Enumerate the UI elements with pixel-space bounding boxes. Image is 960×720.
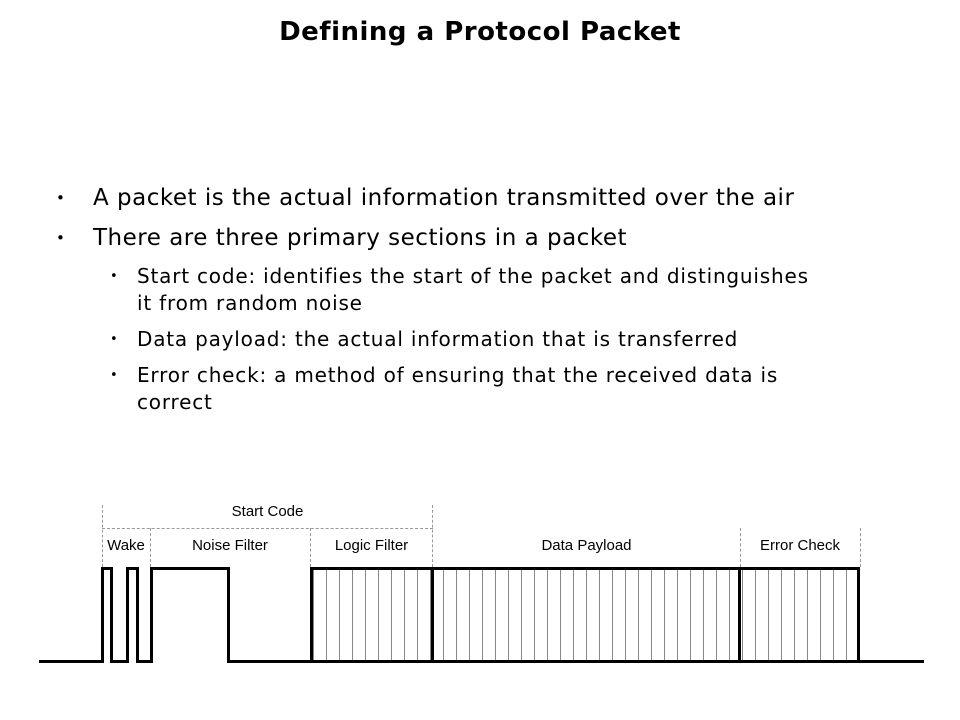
block-separator-logic-data <box>431 567 434 663</box>
guide-line-packet-end <box>860 528 861 567</box>
noise-filter-pulse <box>150 567 230 663</box>
slide-title: Defining a Protocol Packet <box>279 17 681 47</box>
start-code-span-line <box>102 528 433 529</box>
bullet-item-1: A packet is the actual information trans… <box>0 183 960 214</box>
guide-line-logic-filter-start <box>310 528 311 567</box>
waveform-baseline-segment <box>857 660 924 663</box>
hatched-data-block <box>310 567 860 663</box>
sub-bullet-error-check: Error check: a method of ensuring that t… <box>0 362 960 416</box>
waveform-baseline-segment <box>39 660 104 663</box>
waveform-baseline-segment <box>136 660 153 663</box>
section-label-logic-filter: Logic Filter <box>334 537 409 554</box>
waveform-baseline-segment <box>111 660 129 663</box>
section-label-wake: Wake <box>107 537 145 554</box>
sub-bullet-data-payload: Data payload: the actual information tha… <box>0 326 960 353</box>
guide-line-noise-filter-start <box>150 528 151 567</box>
section-label-error-check: Error Check <box>759 537 841 554</box>
block-separator-data-error <box>738 567 741 663</box>
bullet-list: A packet is the actual information trans… <box>0 183 960 425</box>
section-label-data-payload: Data Payload <box>541 537 632 554</box>
sub-bullet-start-code: Start code: identifies the start of the … <box>0 263 960 317</box>
packet-waveform-diagram: Start Code Wake Noise Filter Logic Filte… <box>0 495 960 695</box>
wake-pulse-1 <box>101 567 113 663</box>
start-code-span-label: Start Code <box>231 503 304 520</box>
guide-line-data-payload-start <box>432 505 433 567</box>
wake-pulse-2 <box>126 567 139 663</box>
section-label-noise-filter: Noise Filter <box>192 537 268 554</box>
guide-line-error-check-start <box>740 528 741 567</box>
guide-line-wake-start <box>102 505 103 567</box>
bullet-item-2: There are three primary sections in a pa… <box>0 223 960 254</box>
waveform-baseline-segment <box>227 660 313 663</box>
